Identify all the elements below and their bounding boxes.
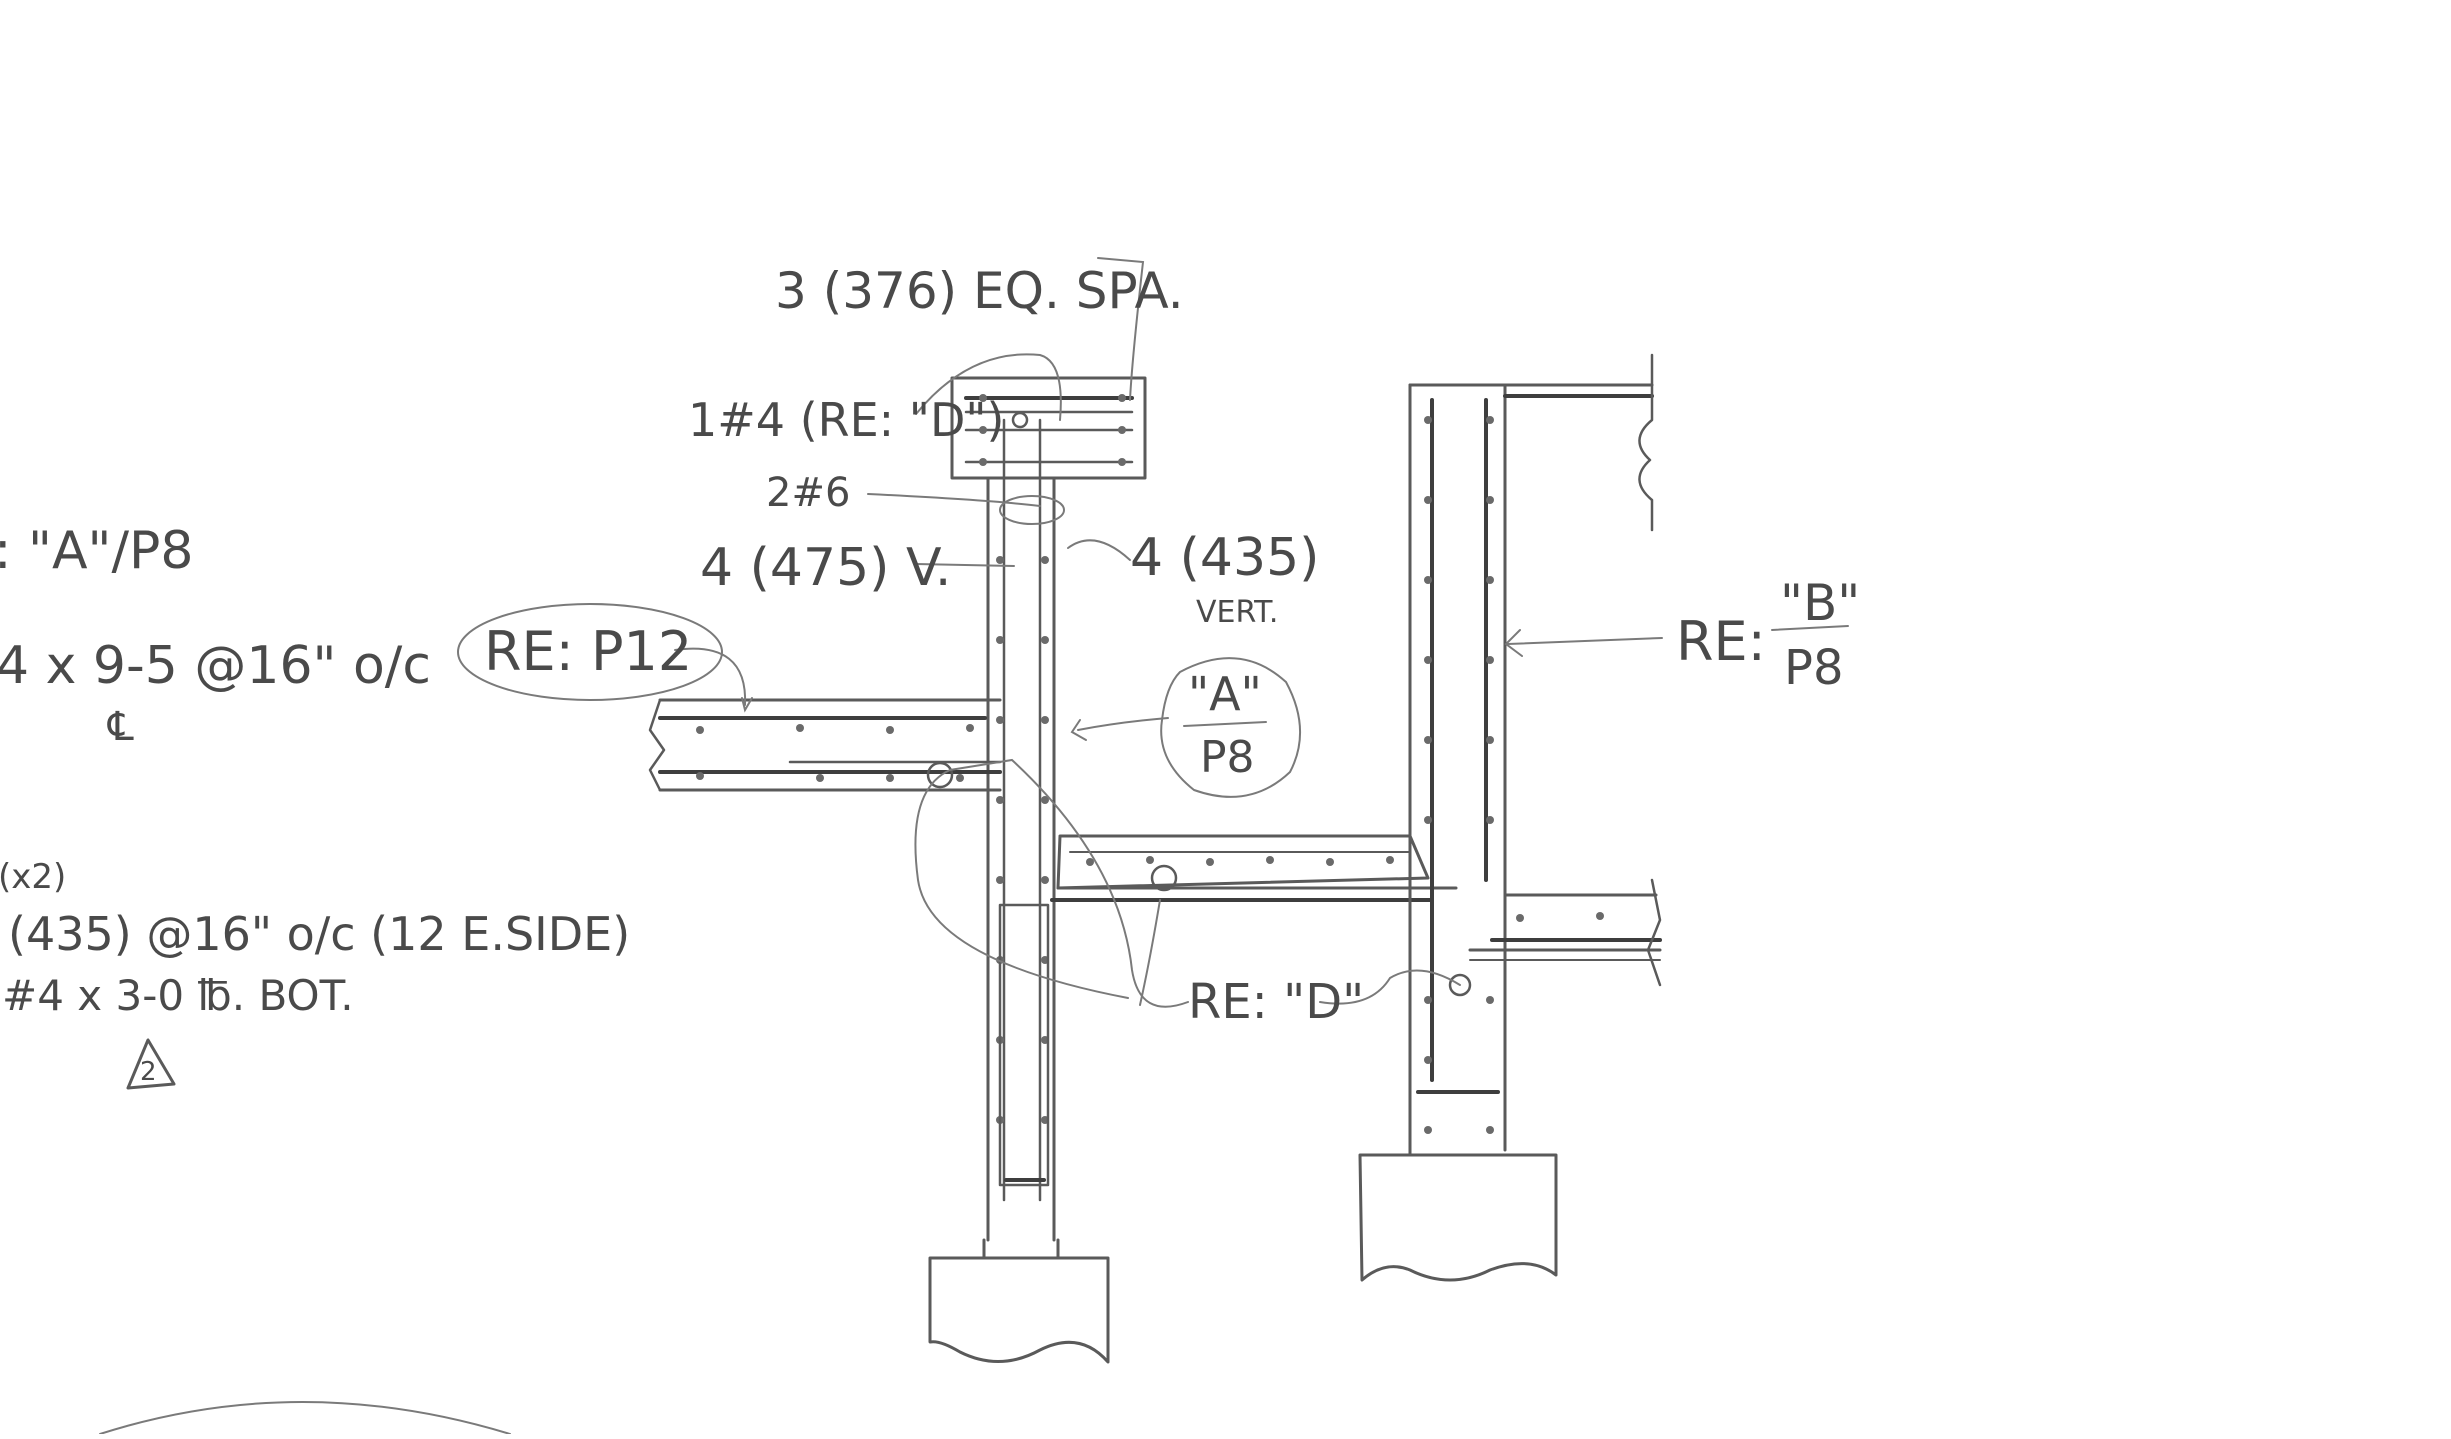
- callout-ref-p12: RE: P12: [457, 603, 723, 701]
- revision-triangle: 2: [126, 1038, 176, 1090]
- right-footing-section: [1358, 1153, 1558, 1282]
- note-centerline-symbol: ℄: [107, 704, 134, 750]
- ref-b-label: "B": [1780, 574, 1860, 632]
- break-line-top-right: [1638, 353, 1654, 532]
- detail-a-label: "A": [1188, 667, 1262, 721]
- note-times-two: (x2): [0, 857, 66, 897]
- left-footing-section: [928, 1256, 1110, 1364]
- left-column: [928, 376, 1147, 1364]
- callout-vertical-bars-left: 4 (475) V.: [700, 538, 951, 598]
- top-cap-block: [950, 376, 1147, 480]
- callout-ref-d-bottom: RE: "D": [1188, 974, 1364, 1030]
- middle-slab: [1050, 834, 1458, 902]
- callout-two-number-six-bars: 2#6: [766, 470, 850, 516]
- note-each-side-bars: (435) @16" o/c (12 E.SIDE): [8, 907, 630, 961]
- callout-ref-d-top: 1#4 (RE: "D"): [688, 393, 1004, 447]
- callout-vert-label: VERT.: [1196, 595, 1278, 630]
- ref-b-page: P8: [1784, 640, 1843, 696]
- faint-arc: [99, 1401, 511, 1435]
- callout-top-spacing: 3 (376) EQ. SPA.: [775, 262, 1184, 320]
- left-slab: [648, 698, 1002, 792]
- ref-b-prefix: RE:: [1676, 610, 1766, 673]
- note-ref-a-p8: : "A"/P8: [0, 521, 193, 581]
- note-bar-spacing: 4 x 9-5 @16" o/c: [0, 636, 431, 696]
- callout-ref-b: RE: "B" P8: [1676, 574, 1860, 696]
- callouts: 3 (376) EQ. SPA. 1#4 (RE: "D") 2#6 4 (47…: [457, 262, 1860, 1030]
- callout-detail-a-bubble: "A" P8: [1160, 657, 1301, 798]
- note-bottom-bars: #4 x 3-0 ℔. BOT.: [2, 971, 354, 1020]
- left-notes: : "A"/P8 4 x 9-5 @16" o/c ℄ (x2) (435) @…: [0, 521, 630, 1090]
- right-column: [1358, 353, 1662, 1282]
- callout-vertical-bars-right: 4 (435): [1130, 528, 1319, 588]
- leader-lines: [674, 257, 1663, 1008]
- callout-ref-p12-text: RE: P12: [484, 620, 692, 683]
- detail-a-page: P8: [1200, 732, 1255, 783]
- revision-number: 2: [140, 1057, 157, 1087]
